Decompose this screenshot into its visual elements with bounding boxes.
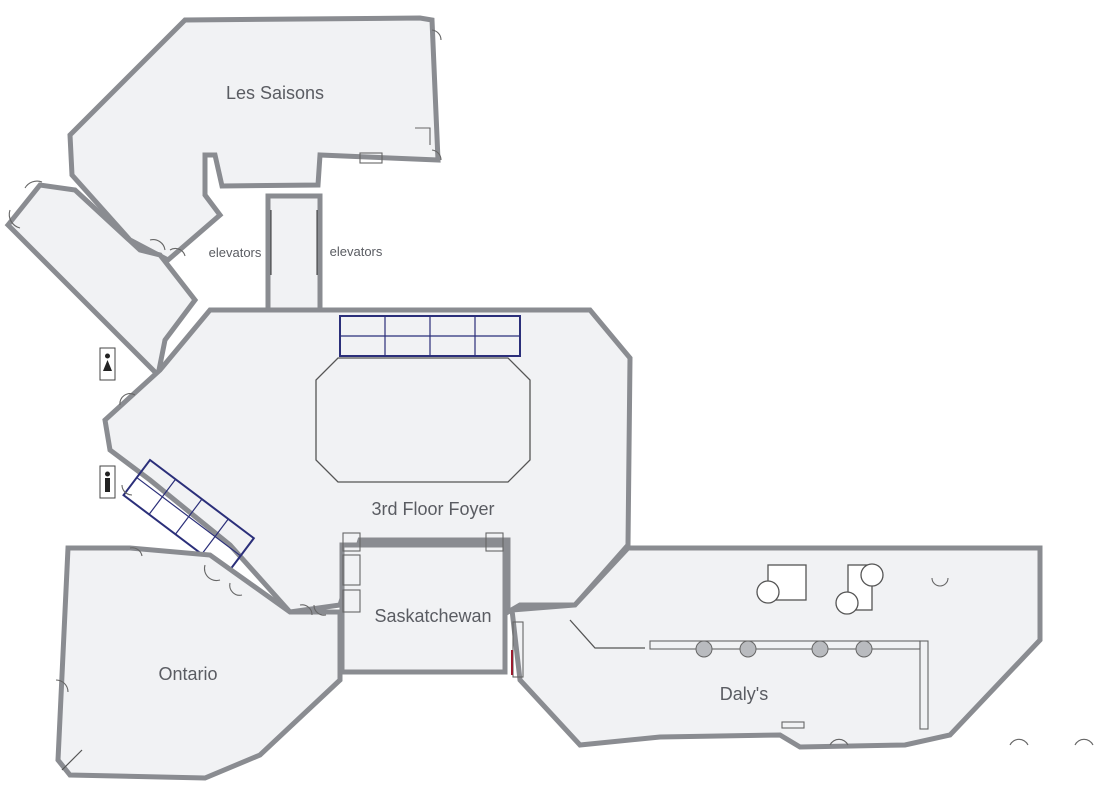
corridor-diagonal [4,180,199,381]
room-ontario[interactable] [55,545,343,781]
room-label-saskatchewan: Saskatchewan [374,606,491,626]
room-label-ontario: Ontario [158,664,217,684]
womens-restroom-icon [99,347,116,381]
room-3rd-floor-foyer[interactable] [102,307,633,617]
room-les-saisons[interactable] [67,15,442,264]
room-saskatchewan[interactable] [339,532,508,675]
room-label-les-saisons: Les Saisons [226,83,324,103]
room-label-foyer: 3rd Floor Foyer [371,499,494,519]
elevators-label-left: elevators [209,245,262,260]
room-dalys[interactable] [509,545,1094,750]
mens-restroom-icon [99,465,116,499]
room-label-dalys: Daly's [720,684,768,704]
elevator-hall [265,193,323,313]
elevators-label-right: elevators [330,244,383,259]
